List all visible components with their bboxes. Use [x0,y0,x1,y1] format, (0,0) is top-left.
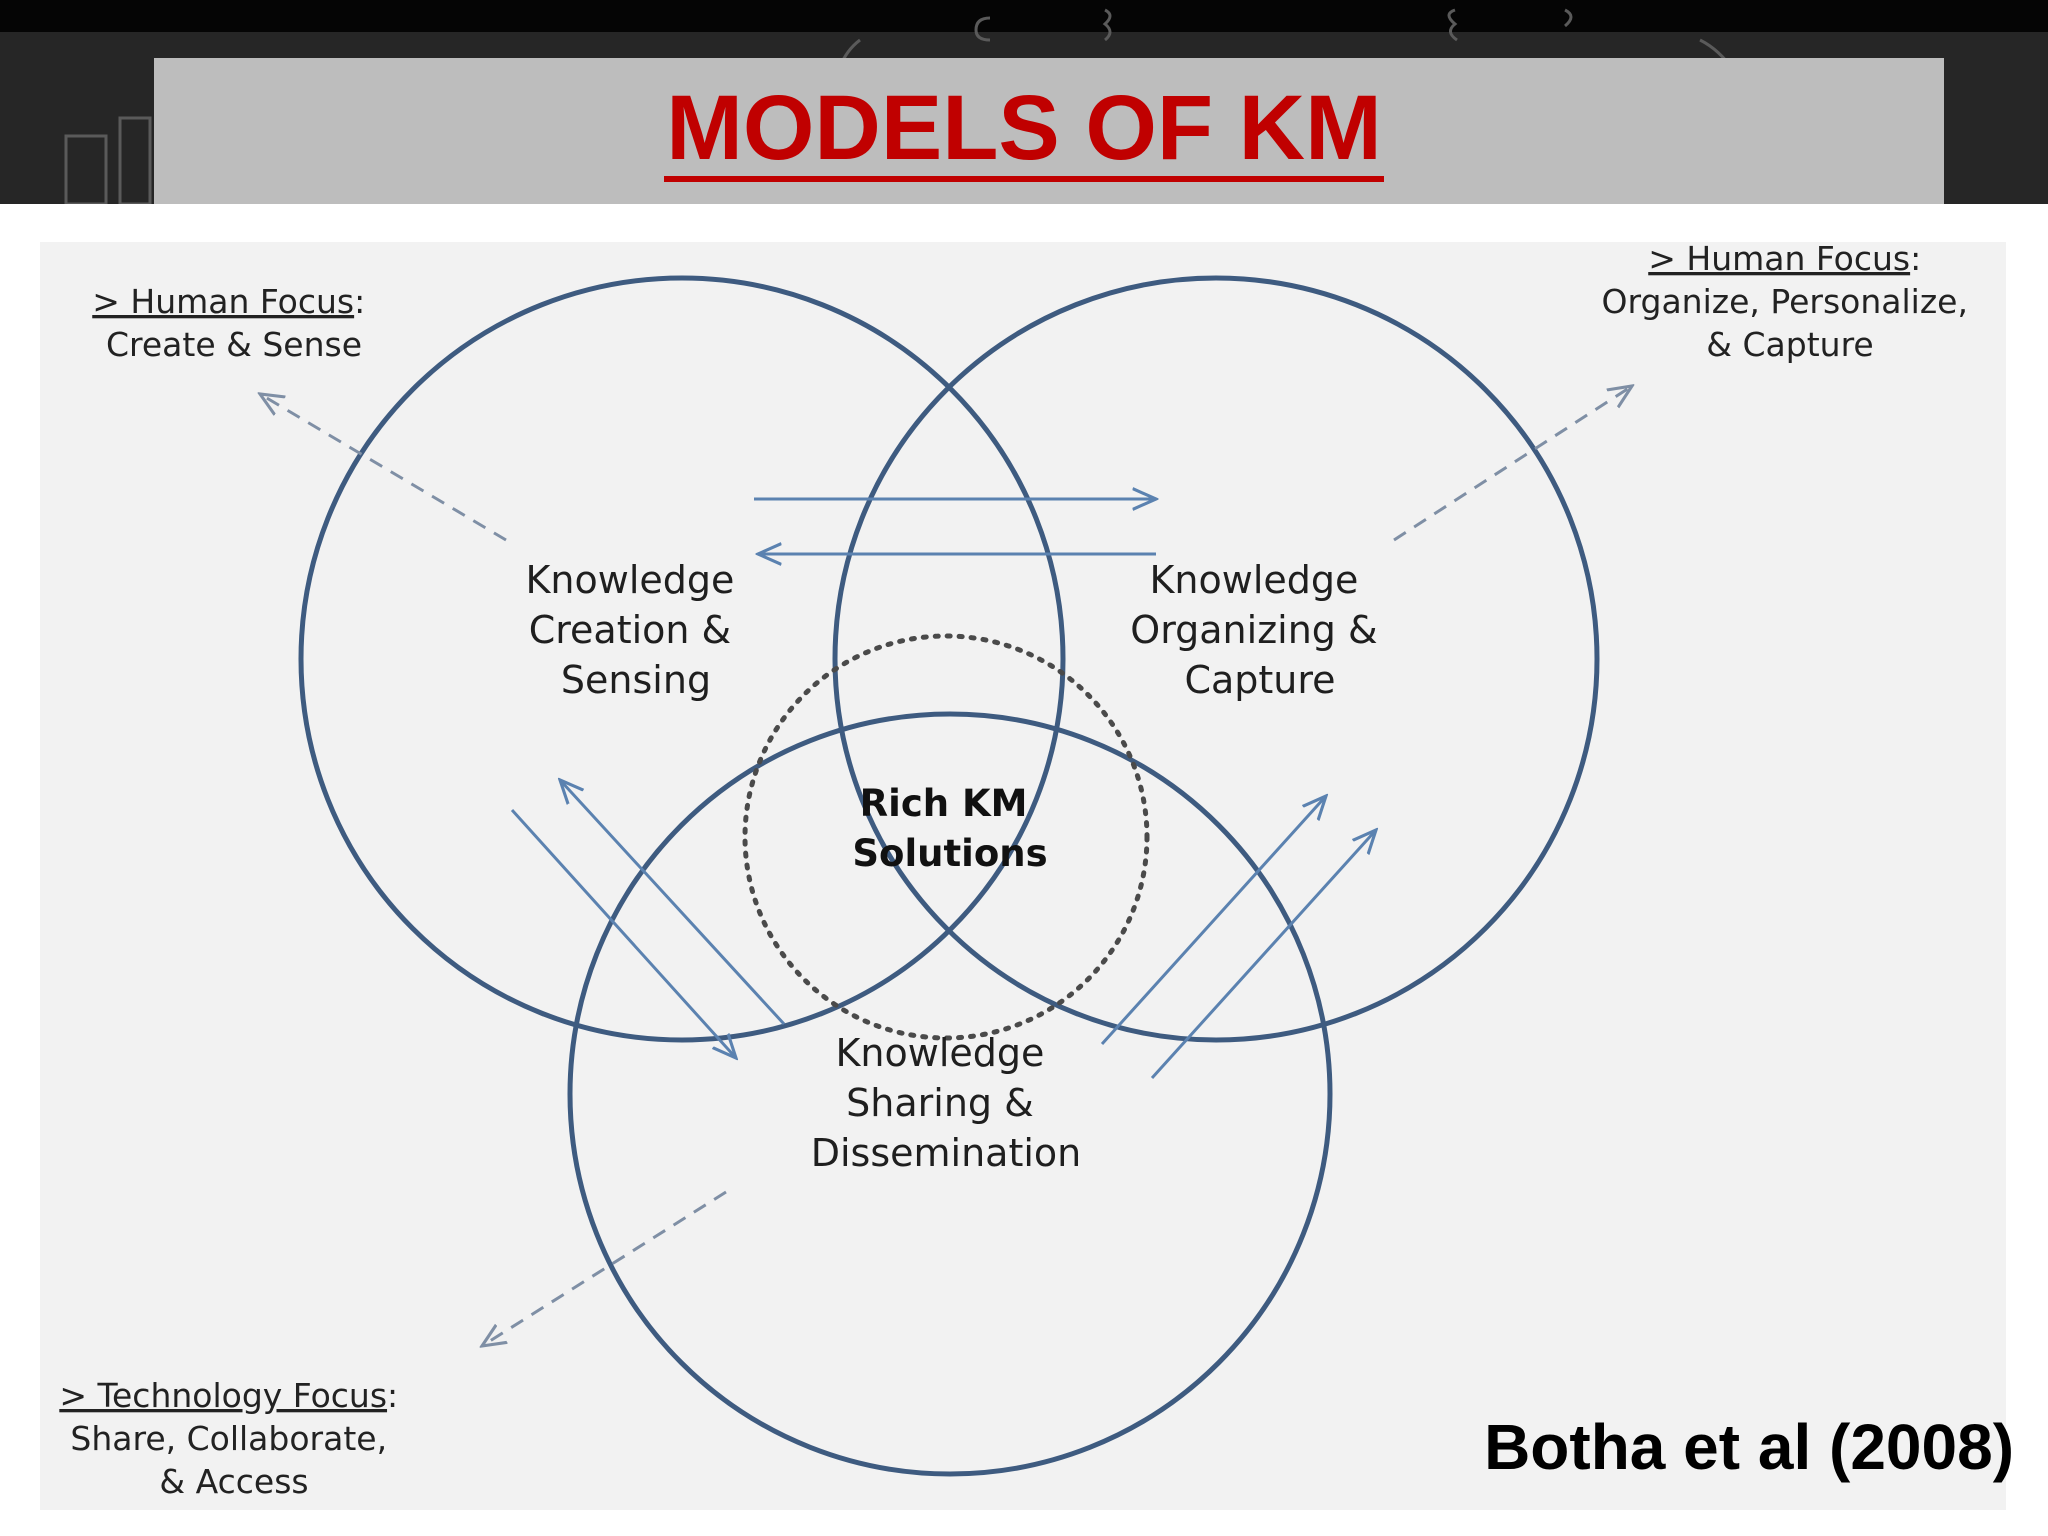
focus-bottom-left-heading-line: > Technology Focus: [59,1376,398,1415]
citation: Botha et al (2008) [1484,1411,2014,1483]
header-top-strip [0,0,2048,32]
focus-top-left-body-1: Create & Sense [106,325,362,364]
focus-top-right: > Human Focus: Organize, Personalize, & … [1602,239,1979,364]
label-center: Rich KM Solutions [852,782,1047,875]
arrow-sharing-to-creation [560,780,786,1026]
center-dotted-circle [742,633,1150,1041]
label-organizing-line-2: Organizing & [1130,608,1377,652]
focus-bottom-left-body-1: Share, Collaborate, [70,1419,387,1458]
arrow-creation-to-sharing [510,808,736,1058]
label-organizing-line-3: Capture [1184,658,1335,702]
slide-title-text: MODELS OF KM [664,80,1384,183]
circle-creation [298,275,1066,1043]
label-creation-line-3: Sensing [561,658,711,702]
focus-top-left-colon: : [354,282,365,321]
label-creation-line-2: Creation & [529,608,732,652]
label-sharing-line-2: Sharing & [846,1081,1034,1125]
dashed-arrow-top-left [260,394,507,542]
circle-organizing [832,275,1600,1043]
label-center-line-2: Solutions [852,832,1047,875]
focus-bottom-left-body-2: & Access [159,1462,308,1501]
focus-top-right-body-2: & Capture [1706,325,1873,364]
focus-top-right-body-1: Organize, Personalize, [1602,282,1968,321]
focus-bottom-left-colon: : [387,1376,398,1415]
focus-bottom-left: > Technology Focus: Share, Collaborate, … [59,1376,408,1501]
circle-sharing [567,711,1333,1477]
arrow-sharing-to-organizing-2 [1150,830,1376,1080]
focus-top-left-heading: > Human Focus [92,282,354,321]
focus-top-left: > Human Focus: Create & Sense [92,282,376,364]
focus-top-right-colon: : [1910,239,1921,278]
label-sharing-line-1: Knowledge [836,1031,1045,1075]
dashed-arrow-bottom-left [482,1190,727,1346]
label-creation-line-1: Knowledge [526,558,735,602]
focus-top-left-heading-line: > Human Focus: [92,282,365,321]
slide-title: MODELS OF KM [0,58,2048,204]
arrow-sharing-to-organizing-1 [1100,796,1326,1046]
label-organizing: Knowledge Organizing & Capture [1130,558,1389,702]
focus-bottom-left-heading: > Technology Focus [59,1376,387,1415]
label-creation: Knowledge Creation & Sensing [526,558,747,702]
focus-top-right-heading-line: > Human Focus: [1648,239,1921,278]
label-sharing: Knowledge Sharing & Dissemination [811,1031,1082,1175]
focus-top-right-heading: > Human Focus [1648,239,1910,278]
label-center-line-1: Rich KM [860,782,1028,825]
label-organizing-line-1: Knowledge [1150,558,1359,602]
dashed-arrow-top-right [1393,386,1632,542]
label-sharing-line-3: Dissemination [811,1131,1082,1175]
